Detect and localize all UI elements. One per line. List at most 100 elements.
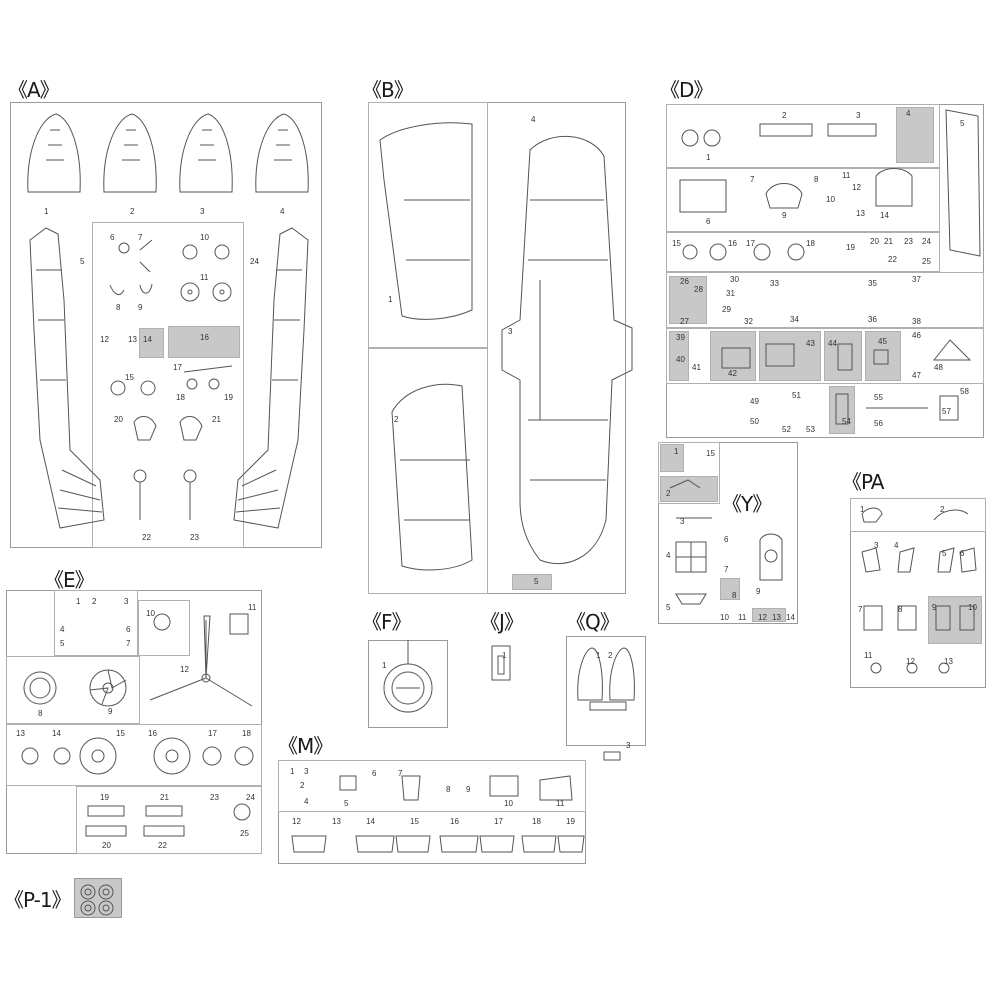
part-number: 3 xyxy=(874,541,879,550)
part-number: 7 xyxy=(138,233,143,242)
sprue-a-small-parts xyxy=(109,239,233,520)
sprue-d-row2 xyxy=(666,168,940,232)
part-number: 17 xyxy=(494,817,503,826)
sprue-a-inner-frame xyxy=(92,222,244,548)
part-number: 16 xyxy=(148,729,157,738)
part-number: 10 xyxy=(146,609,155,618)
part-number: 2 xyxy=(940,505,945,514)
part-number: 30 xyxy=(730,275,739,284)
part-number: 1 xyxy=(674,447,679,456)
part-number: 20 xyxy=(102,841,111,850)
part-number: 7 xyxy=(126,639,131,648)
part-number: 4 xyxy=(666,551,671,560)
part-number: 9 xyxy=(108,707,113,716)
part-number: 4 xyxy=(906,109,911,118)
part-number: 13 xyxy=(772,613,781,622)
part-number: 25 xyxy=(240,829,249,838)
part-number: 12 xyxy=(292,817,301,826)
sprue-y-part-12-14-gray xyxy=(752,608,786,622)
part-number: 17 xyxy=(173,363,182,372)
part-number: 7 xyxy=(398,769,403,778)
part-number: 52 xyxy=(782,425,791,434)
sprue-title-q: 《Q》 xyxy=(566,610,620,634)
part-number: 2 xyxy=(782,111,787,120)
part-number: 5 xyxy=(942,549,947,558)
sprue-e-parts xyxy=(21,613,254,837)
part-number: 13 xyxy=(332,817,341,826)
part-number: 20 xyxy=(114,415,123,424)
part-number: 42 xyxy=(728,369,737,378)
part-number: 21 xyxy=(160,793,169,802)
part-number: 49 xyxy=(750,397,759,406)
sprue-m-parts xyxy=(291,775,585,853)
part-number: 23 xyxy=(210,793,219,802)
part-number: 53 xyxy=(806,425,815,434)
part-number: 4 xyxy=(304,797,309,806)
sprue-d-part-4-gray xyxy=(896,107,934,163)
sprue-title-a: 《A》 xyxy=(8,78,60,102)
part-number: 41 xyxy=(692,363,701,372)
part-number: 58 xyxy=(960,387,969,396)
part-number: 46 xyxy=(912,331,921,340)
part-number: 13 xyxy=(944,657,953,666)
part-number: 17 xyxy=(746,239,755,248)
part-number: 45 xyxy=(878,337,887,346)
part-number: 4 xyxy=(280,207,285,216)
part-number: 14 xyxy=(786,613,795,622)
sprue-e-top-left xyxy=(54,590,138,656)
part-number: 13 xyxy=(16,729,25,738)
sprue-title-e: 《E》 xyxy=(44,568,95,592)
sprue-pa-row1 xyxy=(850,498,986,532)
part-number: 47 xyxy=(912,371,921,380)
part-number: 7 xyxy=(750,175,755,184)
part-number: 27 xyxy=(680,317,689,326)
part-number: 6 xyxy=(372,769,377,778)
sprue-d-part-26-gray xyxy=(669,276,707,324)
part-number: 4 xyxy=(531,115,536,124)
sprue-title-m: 《M》 xyxy=(278,734,333,758)
part-number: 21 xyxy=(212,415,221,424)
sprue-title-p1: 《P-1》 xyxy=(4,888,72,912)
part-number: 34 xyxy=(790,315,799,324)
sprue-title-d: 《D》 xyxy=(660,78,713,102)
part-number: 8 xyxy=(116,303,121,312)
part-number: 48 xyxy=(934,363,943,372)
part-number: 39 xyxy=(676,333,685,342)
sprue-title-b: 《B》 xyxy=(362,78,414,102)
part-number: 18 xyxy=(806,239,815,248)
sprue-pa-part-9-10-gray xyxy=(928,596,982,644)
part-number: 9 xyxy=(932,603,937,612)
part-number: 4 xyxy=(60,625,65,634)
part-number: 22 xyxy=(888,255,897,264)
sprue-d-row1 xyxy=(666,104,940,168)
part-number: 15 xyxy=(125,373,134,382)
part-number: 6 xyxy=(724,535,729,544)
part-number: 12 xyxy=(852,183,861,192)
part-number: 2 xyxy=(130,207,135,216)
part-number: 6 xyxy=(706,217,711,226)
sprue-d-part-42-gray xyxy=(710,331,756,381)
part-number: 9 xyxy=(756,587,761,596)
part-number: 10 xyxy=(200,233,209,242)
part-number: 11 xyxy=(842,171,851,180)
part-number: 19 xyxy=(100,793,109,802)
sprue-b-lower-left xyxy=(368,348,488,594)
part-number: 22 xyxy=(158,841,167,850)
part-number: 7 xyxy=(858,605,863,614)
part-number: 18 xyxy=(242,729,251,738)
part-number: 3 xyxy=(856,111,861,120)
part-number: 44 xyxy=(828,339,837,348)
part-number: 15 xyxy=(410,817,419,826)
part-number: 11 xyxy=(248,603,257,612)
part-number: 13 xyxy=(856,209,865,218)
part-number: 54 xyxy=(842,417,851,426)
sprue-d-row3 xyxy=(666,232,940,272)
part-number: 12 xyxy=(906,657,915,666)
part-number: 6 xyxy=(960,549,965,558)
part-number: 9 xyxy=(138,303,143,312)
part-number: 2 xyxy=(666,489,671,498)
sprue-e-top-mid xyxy=(138,600,190,656)
part-number: 1 xyxy=(76,597,81,606)
